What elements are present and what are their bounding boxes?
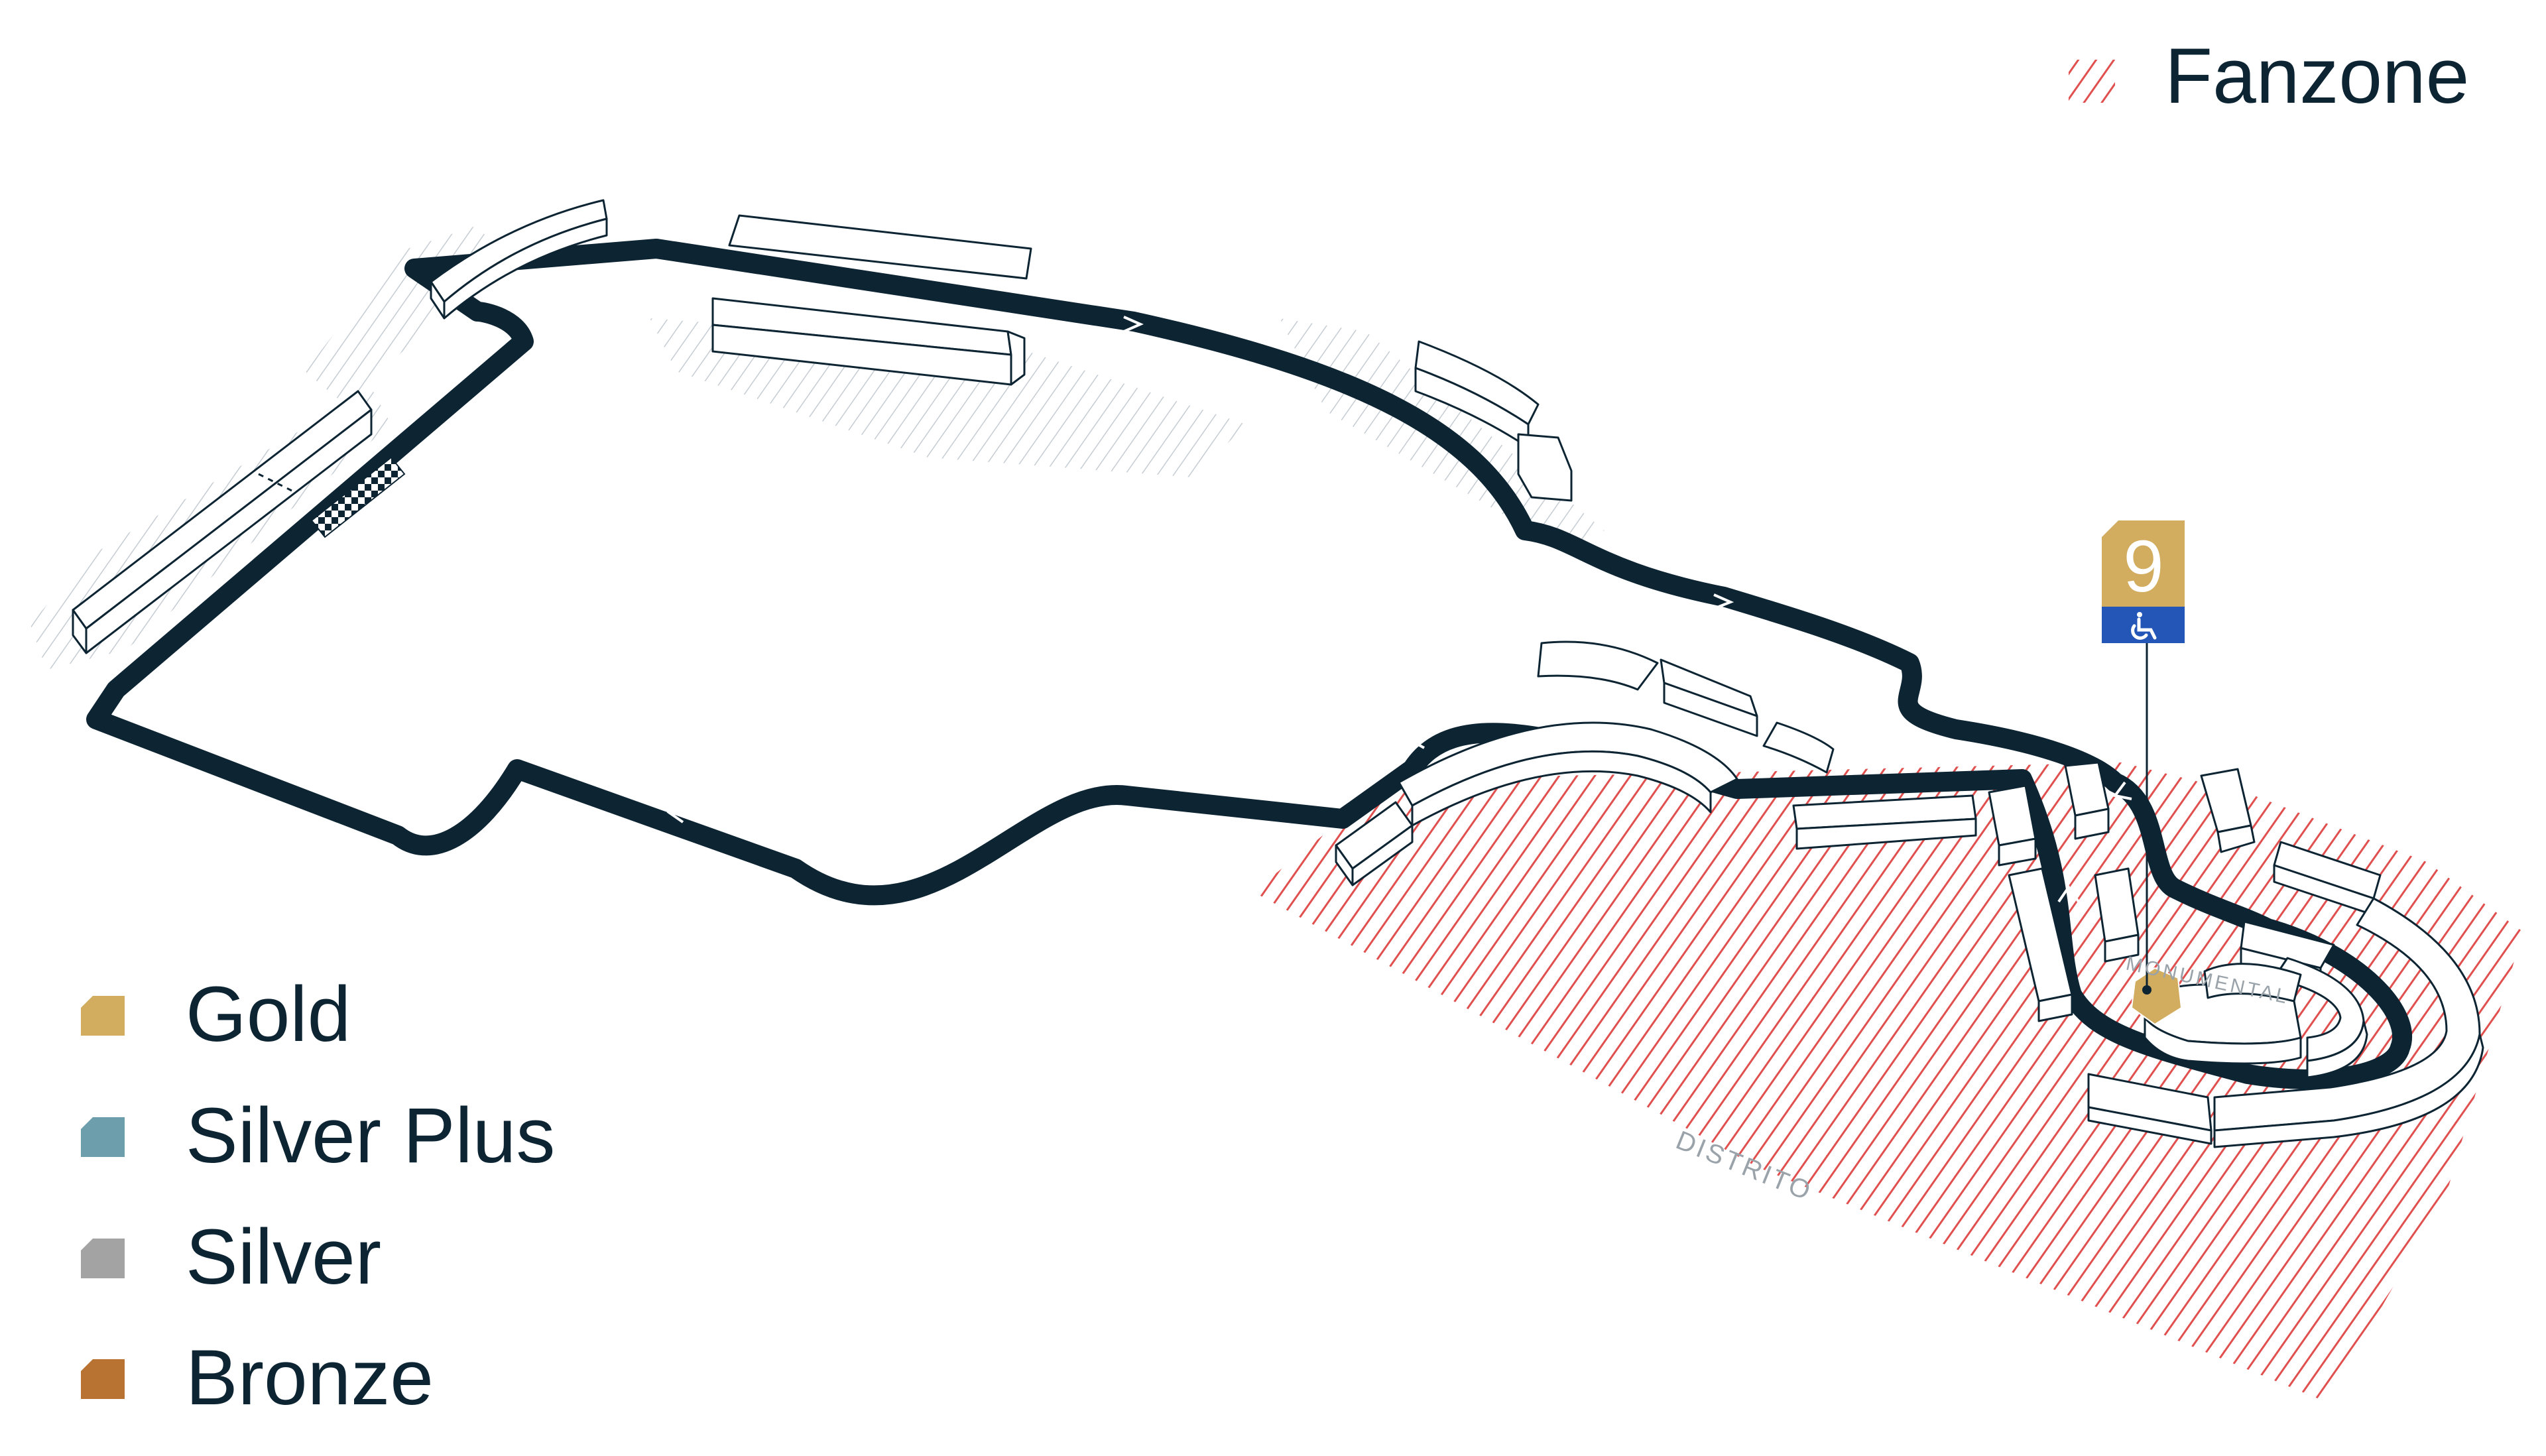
fanzone-label: Fanzone: [2165, 32, 2469, 120]
legend-label-silver-plus: Silver Plus: [186, 1092, 555, 1180]
wheelchair-icon: [2131, 612, 2157, 640]
fanzone-swatch: [2069, 60, 2115, 103]
legend-swatch-silver-plus: [81, 1117, 125, 1157]
gold-section-marker: [2130, 967, 2183, 1026]
legend-label-bronze: Bronze: [186, 1334, 434, 1422]
grandstands: [72, 199, 2484, 1148]
legend-swatch-bronze: [81, 1359, 125, 1399]
tier-legend: Gold Silver Plus Silver Bronze: [81, 971, 555, 1422]
legend-swatch-gold: [81, 996, 125, 1036]
section-number: 9: [2123, 526, 2163, 607]
direction-arrows: [666, 316, 2132, 903]
fanzone-area: [1253, 762, 2523, 1402]
gold-badge: [2102, 520, 2185, 607]
start-finish-line: [310, 456, 406, 538]
section-9-badge[interactable]: 9: [2102, 520, 2185, 643]
spectator-hatch-areas: [30, 225, 1605, 670]
race-track: [86, 239, 2412, 1089]
fanzone-legend: Fanzone: [2069, 32, 2469, 120]
legend-swatch-silver: [81, 1239, 125, 1278]
legend-label-gold: Gold: [186, 971, 351, 1058]
legend-label-silver: Silver: [186, 1213, 381, 1301]
